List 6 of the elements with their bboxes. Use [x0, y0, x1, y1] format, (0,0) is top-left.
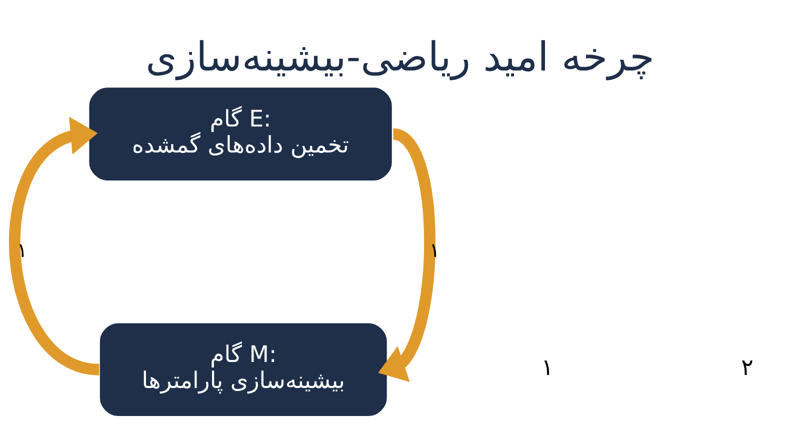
label: ۱ — [541, 354, 554, 381]
node-box: گام E: تخمین داده‌های گمشده — [89, 87, 392, 180]
arrow — [9, 116, 100, 375]
node-box: گام M: بیشینه‌سازی پارامترها — [100, 322, 387, 416]
label: ۲ — [741, 354, 754, 381]
diagram-title: چرخه امید ریاضی-بیشینه‌سازی — [146, 34, 654, 80]
